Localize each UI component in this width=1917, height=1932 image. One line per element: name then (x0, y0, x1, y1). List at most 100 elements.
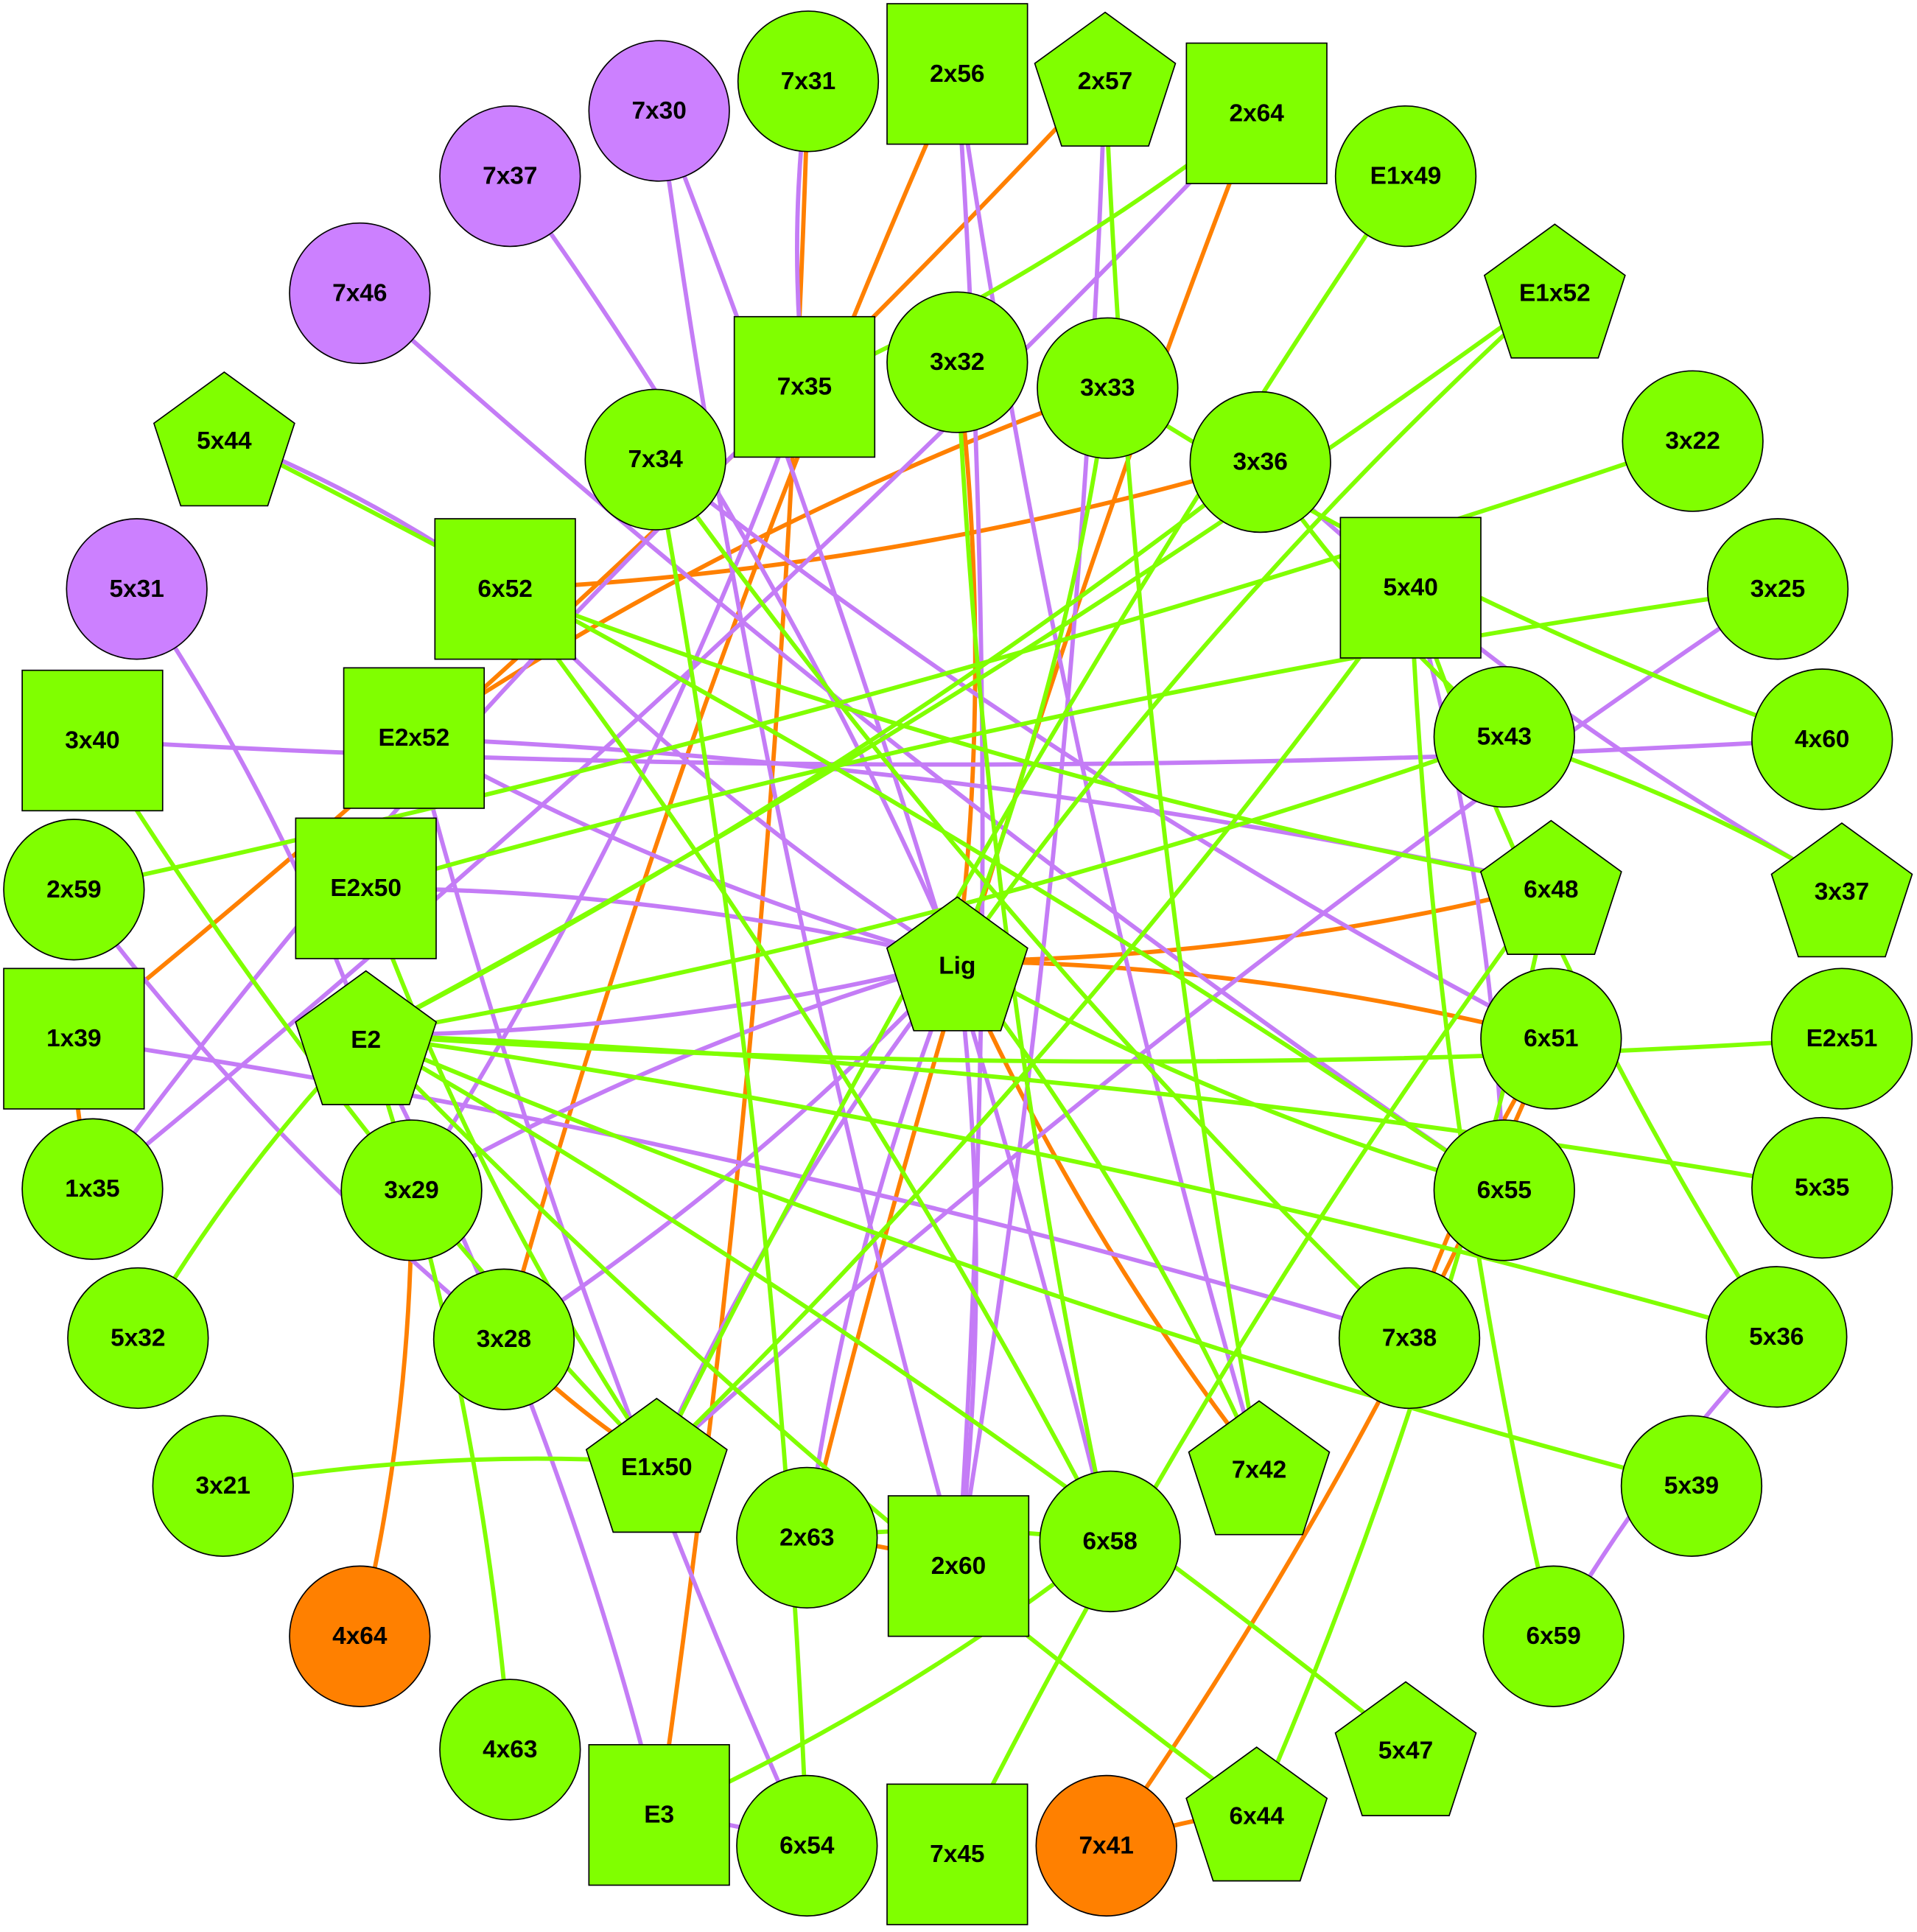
edge-3x25-e1x50 (655, 587, 1779, 1465)
node-shape-circle (1622, 370, 1764, 512)
node-5x36[interactable]: 5x36 (1706, 1266, 1848, 1408)
edge-5x31-e2 (135, 587, 368, 1036)
node-7x46[interactable]: 7x46 (289, 222, 431, 365)
node-4x64[interactable]: 4x64 (289, 1565, 431, 1707)
node-5x32[interactable]: 5x32 (67, 1267, 209, 1410)
node-shape-square (434, 518, 576, 660)
node-3x29[interactable]: 3x29 (340, 1119, 483, 1261)
node-7x45[interactable]: 7x45 (886, 1783, 1028, 1925)
node-7x31[interactable]: 7x31 (737, 10, 880, 153)
node-shape-circle (1334, 105, 1477, 248)
node-shape-pentagon (1185, 1746, 1328, 1882)
node-7x42[interactable]: 7x42 (1188, 1400, 1331, 1536)
node-shape-pentagon (1188, 1400, 1331, 1536)
node-5x40[interactable]: 5x40 (1339, 517, 1482, 659)
node-5x47[interactable]: 5x47 (1334, 1681, 1477, 1816)
node-1x39[interactable]: 1x39 (3, 967, 145, 1110)
node-shape-square (887, 1495, 1030, 1637)
node-6x48[interactable]: 6x48 (1479, 819, 1622, 955)
edge-e2-6x44 (364, 1033, 1258, 1813)
node-shape-circle (439, 1679, 581, 1821)
node-shape-circle (1189, 391, 1331, 533)
node-2x57[interactable]: 2x57 (1034, 11, 1177, 147)
node-3x33[interactable]: 3x33 (1037, 317, 1179, 459)
node-shape-square (295, 817, 437, 959)
edge-e2-lig (365, 959, 958, 1037)
node-label: 6x58 (1082, 1527, 1137, 1555)
node-label: 7x42 (1232, 1456, 1286, 1483)
node-4x60[interactable]: 4x60 (1751, 668, 1893, 811)
node-6x58[interactable]: 6x58 (1039, 1470, 1181, 1613)
node-2x56[interactable]: 2x56 (886, 3, 1028, 145)
edge-3x33-e2x52 (413, 385, 1109, 741)
node-e1x52[interactable]: E1x52 (1483, 223, 1626, 359)
node-e1x50[interactable]: E1x50 (585, 1397, 728, 1533)
node-3x21[interactable]: 3x21 (152, 1415, 294, 1557)
node-label: E2 (351, 1026, 381, 1054)
node-e2x51[interactable]: E2x51 (1770, 967, 1913, 1110)
node-2x63[interactable]: 2x63 (736, 1466, 878, 1609)
node-6x59[interactable]: 6x59 (1482, 1565, 1625, 1707)
edge-2x57-1x39 (72, 74, 1107, 1040)
node-7x38[interactable]: 7x38 (1338, 1267, 1481, 1410)
node-6x54[interactable]: 6x54 (736, 1774, 878, 1917)
node-shape-circle (1620, 1415, 1763, 1557)
node-2x64[interactable]: 2x64 (1185, 42, 1328, 184)
node-5x39[interactable]: 5x39 (1620, 1415, 1763, 1557)
node-5x35[interactable]: 5x35 (1751, 1116, 1893, 1259)
edge-e2x50-lig (365, 886, 958, 964)
node-label: 5x35 (1795, 1174, 1849, 1201)
node-label: 7x34 (628, 446, 683, 473)
node-7x30[interactable]: 7x30 (588, 40, 730, 182)
node-shape-square (1339, 517, 1482, 659)
node-7x34[interactable]: 7x34 (584, 388, 726, 531)
node-6x52[interactable]: 6x52 (434, 518, 576, 660)
node-label: E1x52 (1519, 279, 1591, 307)
node-label: 3x36 (1233, 449, 1287, 476)
node-3x32[interactable]: 3x32 (886, 291, 1028, 433)
node-7x41[interactable]: 7x41 (1035, 1774, 1177, 1917)
node-shape-pentagon (1483, 223, 1626, 359)
node-6x51[interactable]: 6x51 (1480, 967, 1622, 1110)
node-e2[interactable]: E2 (295, 970, 438, 1105)
node-7x35[interactable]: 7x35 (733, 315, 876, 458)
node-label: 3x22 (1665, 427, 1720, 455)
edge-2x60-lig (955, 960, 978, 1567)
node-label: 7x41 (1079, 1832, 1133, 1859)
node-6x55[interactable]: 6x55 (1433, 1119, 1575, 1261)
node-7x37[interactable]: 7x37 (439, 105, 581, 248)
node-6x44[interactable]: 6x44 (1185, 1746, 1328, 1882)
node-e2x52[interactable]: E2x52 (343, 667, 486, 809)
node-e1x49[interactable]: E1x49 (1334, 105, 1477, 248)
node-label: E2x52 (379, 724, 450, 752)
node-3x22[interactable]: 3x22 (1622, 370, 1764, 512)
node-label: 6x52 (477, 575, 532, 603)
node-shape-pentagon (1334, 1681, 1477, 1816)
edge-5x40-e1x50 (655, 586, 1413, 1464)
node-2x60[interactable]: 2x60 (887, 1495, 1030, 1637)
node-label: 3x25 (1750, 575, 1805, 603)
node-1x35[interactable]: 1x35 (21, 1118, 164, 1260)
edge-2x57-7x42 (1103, 76, 1261, 1466)
node-3x28[interactable]: 3x28 (432, 1268, 575, 1410)
node-e3[interactable]: E3 (588, 1743, 730, 1886)
node-e2x50[interactable]: E2x50 (295, 817, 437, 959)
node-label: 5x40 (1383, 574, 1437, 601)
node-4x63[interactable]: 4x63 (439, 1679, 581, 1821)
node-3x40[interactable]: 3x40 (21, 669, 164, 812)
node-5x31[interactable]: 5x31 (66, 518, 208, 660)
node-shape-square (886, 1783, 1028, 1925)
node-shape-pentagon (585, 1397, 728, 1533)
node-2x59[interactable]: 2x59 (3, 819, 145, 961)
node-3x25[interactable]: 3x25 (1706, 518, 1849, 660)
node-label: 3x29 (384, 1177, 438, 1204)
node-5x44[interactable]: 5x44 (153, 371, 295, 507)
node-shape-square (588, 1743, 730, 1886)
node-lig[interactable]: Lig (886, 896, 1028, 1032)
node-label: 3x33 (1080, 374, 1135, 402)
node-3x37[interactable]: 3x37 (1770, 822, 1913, 958)
edge-6x52-6x48 (504, 587, 1552, 887)
node-shape-circle (737, 10, 880, 153)
node-5x43[interactable]: 5x43 (1433, 665, 1575, 808)
node-3x36[interactable]: 3x36 (1189, 391, 1331, 533)
